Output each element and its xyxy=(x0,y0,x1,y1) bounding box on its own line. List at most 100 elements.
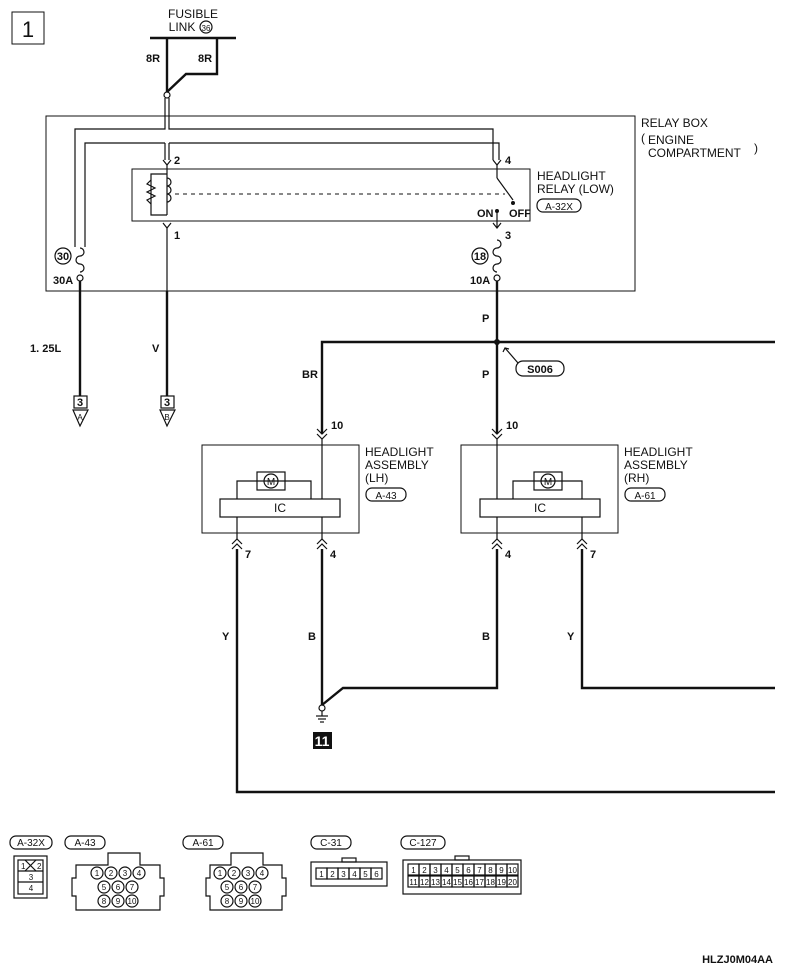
rh-label-2: ASSEMBLY xyxy=(624,458,688,472)
switch-on-label: ON xyxy=(477,208,494,220)
rh-label-3: (RH) xyxy=(624,471,649,485)
relay-inner-box xyxy=(131,168,531,222)
relay-box-paren-open: ( xyxy=(641,131,645,145)
wire-y-left-label: Y xyxy=(222,631,230,643)
coil-resistor xyxy=(145,179,157,205)
lh-pin-7: 7 xyxy=(245,549,251,561)
fuse-30-out-node xyxy=(76,274,84,282)
lh-label-2: ASSEMBLY xyxy=(365,458,429,472)
fuse-30-amp: 30A xyxy=(53,275,73,287)
legend-a43-pin: 3 xyxy=(123,869,128,878)
legend-a61-pin-circle xyxy=(220,880,234,894)
legend-c31-pin-cell xyxy=(370,867,383,880)
rh-motor-circle xyxy=(540,473,556,489)
relay-box-line2: ENGINE xyxy=(648,133,694,147)
legend-c127-pin: 9 xyxy=(499,866,504,875)
bus-outer-right xyxy=(168,98,494,160)
legend-c127-pin: 1 xyxy=(411,866,416,875)
lh-pin-4: 4 xyxy=(330,549,337,561)
legend-a61-pin: 7 xyxy=(253,883,258,892)
lh-connector-badge xyxy=(365,487,407,502)
splice-badge xyxy=(515,360,565,377)
wire-p-mid-label: P xyxy=(482,369,489,381)
rh-motor-loop xyxy=(512,480,583,499)
legend-a61-pin: 4 xyxy=(260,869,265,878)
fuse-30-circle xyxy=(54,247,72,265)
fusible-link-num: 36 xyxy=(202,24,211,33)
fuse-18-symbol xyxy=(492,239,502,273)
legend-a43-pin: 8 xyxy=(102,897,107,906)
legend-a61-pin-circle xyxy=(227,866,241,880)
legend-a32x-pin1: 1 xyxy=(21,862,26,871)
legend-c31-pin: 4 xyxy=(352,870,357,879)
connector-a-box xyxy=(73,395,88,409)
legend-a43-body xyxy=(71,852,165,911)
rh-pin10-arrow-1 xyxy=(491,428,503,435)
legend-c127-latch xyxy=(454,855,470,861)
splice-node xyxy=(494,339,500,345)
rh-pin7-arrow-2 xyxy=(576,543,588,550)
lh-label-3: (LH) xyxy=(365,471,388,485)
legend-a43-pin: 2 xyxy=(109,869,114,878)
connector-a-letter: A xyxy=(77,413,83,422)
switch-off-label: OFF xyxy=(509,208,531,220)
legend-a61-badge xyxy=(182,835,224,850)
wire-b-right xyxy=(321,549,499,706)
lh-pin4-arrow-2 xyxy=(316,543,328,550)
legend-a32x-label: A-32X xyxy=(17,838,45,849)
lh-motor-icon: M xyxy=(267,477,275,488)
legend-c127-pin: 4 xyxy=(444,866,449,875)
lh-headlight-box xyxy=(201,444,360,534)
relay-connector-badge xyxy=(536,198,582,213)
fuse-30-symbol xyxy=(75,247,85,273)
legend-c127-pin-cell xyxy=(506,875,519,888)
legend-a43-pin-circle xyxy=(97,880,111,894)
pin4-arrow xyxy=(492,159,502,166)
wire-8r-left: 8R xyxy=(146,53,160,65)
relay-pin-1: 1 xyxy=(174,230,180,242)
legend-a61-pin: 2 xyxy=(232,869,237,878)
legend-a32x-x2 xyxy=(24,859,37,872)
rh-ic-box xyxy=(479,498,601,518)
legend-a61-pin: 3 xyxy=(246,869,251,878)
bus-outer-left xyxy=(74,98,166,247)
lh-pin10-arrow-1 xyxy=(316,428,328,435)
legend-a43-pin-circle xyxy=(118,866,132,880)
legend-a61-pin-circle xyxy=(220,894,234,908)
fuse-18-circle xyxy=(471,247,489,265)
legend-c31-badge xyxy=(310,835,352,850)
rh-pin-10: 10 xyxy=(506,420,518,432)
relay-pin-4: 4 xyxy=(505,155,512,167)
relay-box-line3: COMPARTMENT xyxy=(648,146,742,160)
switch-contact-off xyxy=(511,201,515,205)
legend-a32x: A-32X 1 2 3 4 xyxy=(9,835,53,899)
page-number-box xyxy=(11,11,45,45)
pin1-arrow xyxy=(162,222,172,229)
fusible-link-label-1: FUSIBLE xyxy=(168,7,218,21)
fuse-30-num: 30 xyxy=(57,251,69,263)
coil-resistor-loop xyxy=(150,173,167,216)
lh-connector-label: A-43 xyxy=(375,491,397,502)
fuse-18-amp: 10A xyxy=(470,275,490,287)
legend-a61-pin: 8 xyxy=(225,897,230,906)
legend-a43-pin-circle xyxy=(125,880,139,894)
legend-c127-pin: 18 xyxy=(486,878,495,887)
ground-number: 11 xyxy=(315,733,330,749)
relay-label-1: HEADLIGHT xyxy=(537,169,606,183)
legend-c31-pin: 1 xyxy=(319,870,324,879)
legend-a43-badge xyxy=(64,835,106,850)
connector-a-triangle xyxy=(72,409,89,428)
splice-pointer-head xyxy=(502,347,510,353)
rh-pin-7: 7 xyxy=(590,549,596,561)
wire-p-top-label: P xyxy=(482,313,489,325)
legend-c127-label: C-127 xyxy=(409,838,437,849)
legend-c127-badge xyxy=(400,835,446,850)
wire-125l-label: 1. 25L xyxy=(30,343,61,355)
connector-b-box xyxy=(160,395,175,409)
lh-pin7-arrow-1 xyxy=(231,538,243,545)
rh-pin4-arrow-2 xyxy=(491,543,503,550)
lh-motor-loop xyxy=(236,480,312,499)
wire-b-right-label: B xyxy=(482,631,490,643)
